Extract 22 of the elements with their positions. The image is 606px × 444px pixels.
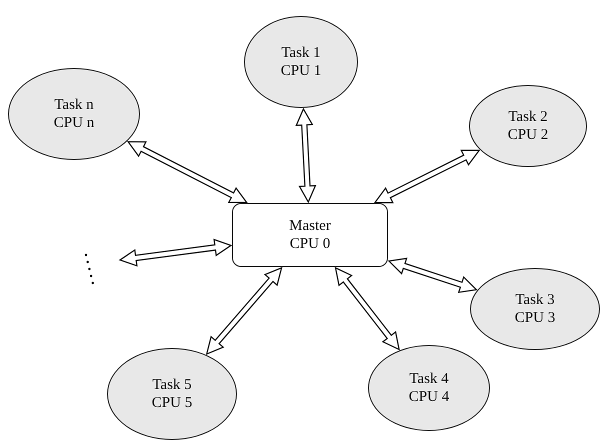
master-box [232, 203, 388, 267]
double-arrow [334, 266, 400, 351]
node-text: CPU n [54, 114, 94, 132]
double-arrow [374, 150, 480, 204]
double-arrow [126, 141, 248, 204]
node-text: CPU 2 [508, 126, 548, 144]
node-text: CPU 5 [152, 394, 192, 412]
node-text: Task 1 [281, 44, 321, 62]
double-arrow [206, 266, 282, 355]
double-arrow [295, 108, 316, 204]
node-text: CPU 3 [514, 309, 556, 327]
node-text: Task 4 [409, 370, 449, 388]
node-text: Task 5 [152, 376, 192, 394]
node-text: Master [289, 217, 331, 235]
double-arrow [118, 238, 232, 267]
node-text: CPU 0 [290, 235, 330, 253]
node-text: CPU 1 [280, 62, 322, 80]
node-text: Task 2 [508, 108, 548, 126]
node-text: Task 3 [515, 291, 555, 309]
double-arrow [388, 258, 478, 294]
node-text: CPU 4 [408, 388, 450, 406]
node-text: Task n [54, 96, 94, 114]
